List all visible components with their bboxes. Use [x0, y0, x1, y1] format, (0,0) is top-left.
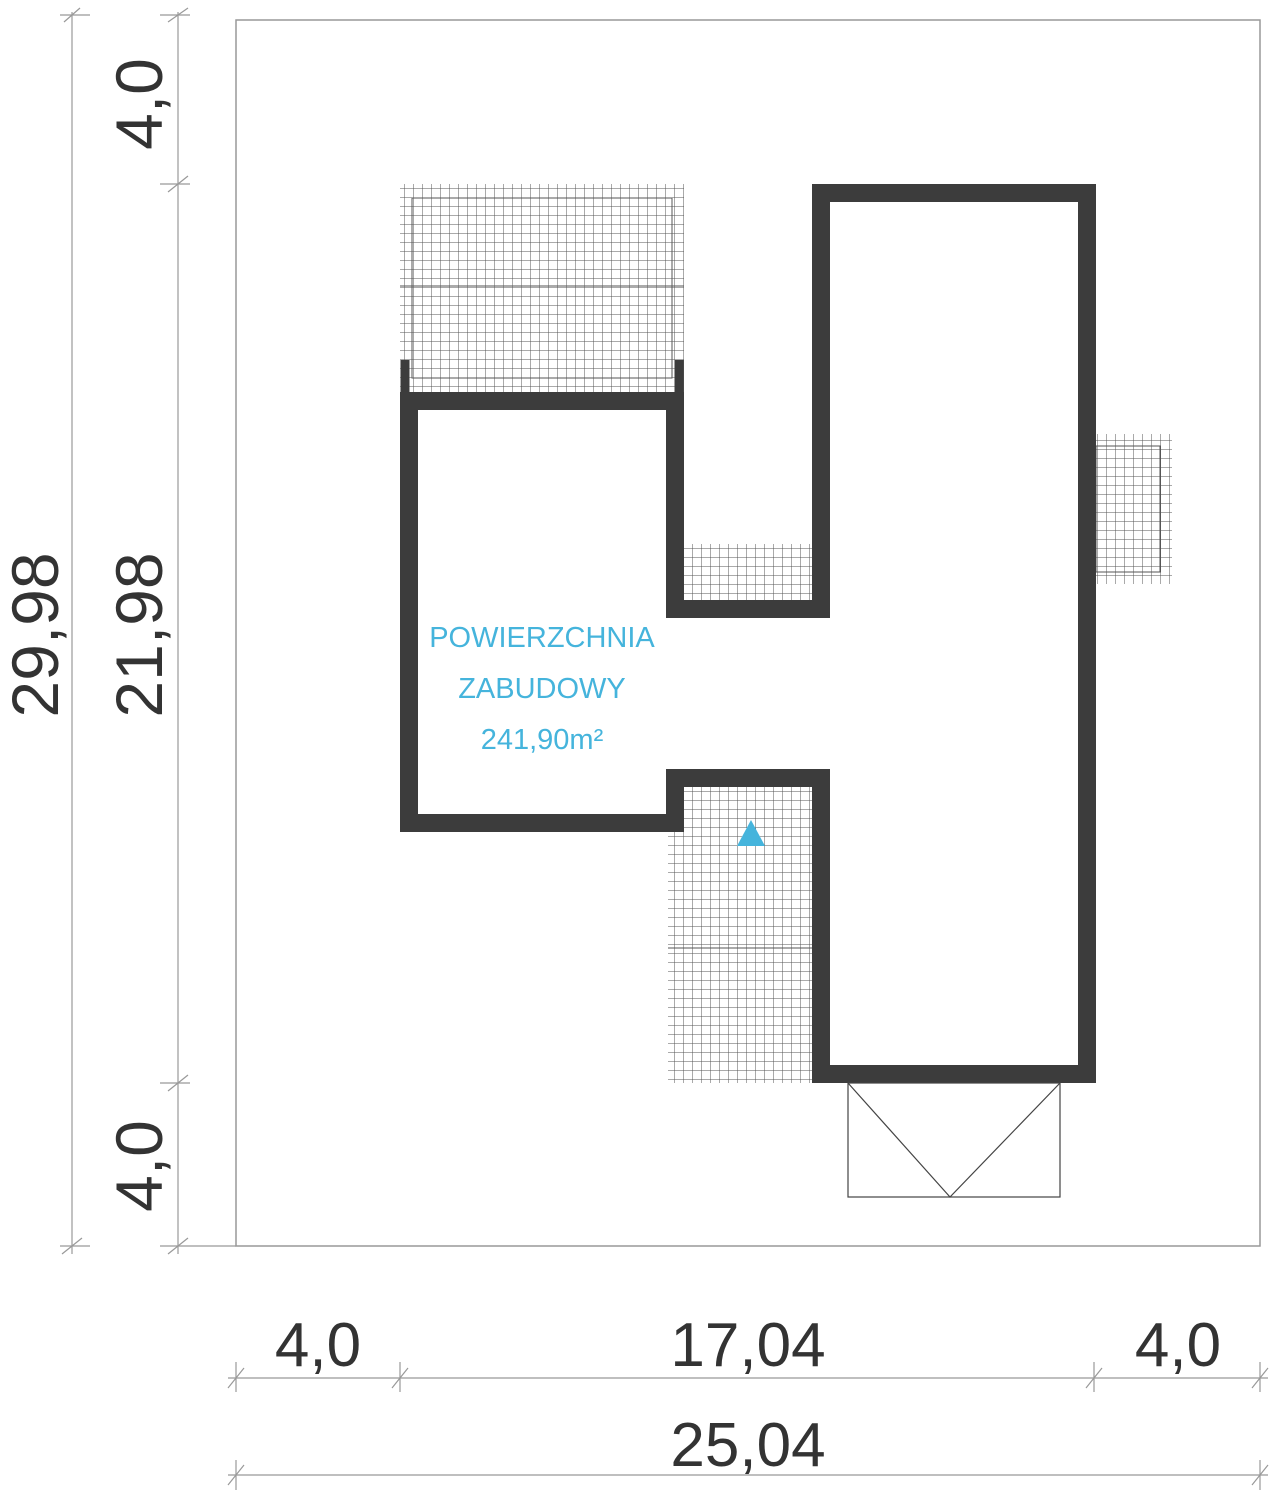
plot-boundary — [235, 19, 1261, 1247]
area-label-value: 241,90m² — [481, 724, 604, 756]
porch-canopy — [847, 1082, 1061, 1198]
horizontal-dimension-lines — [227, 1362, 1269, 1490]
vertical-dimension-lines — [60, 7, 236, 1255]
dim-horizontal-right: 4,0 — [1135, 1311, 1221, 1380]
triangle-entrance-icon — [737, 820, 765, 846]
terrace-bottom — [668, 786, 812, 1083]
dim-vertical-building: 21,98 — [102, 552, 176, 717]
area-label-line1: POWIERZCHNIA — [429, 622, 655, 654]
terrace-top-inner — [411, 197, 673, 379]
terrace-top — [400, 184, 684, 392]
terrace-middle — [684, 544, 812, 600]
dim-vertical-top: 4,0 — [102, 58, 176, 150]
porch-canopy-diagonals — [847, 1082, 1061, 1198]
area-label-line2: ZABUDOWY — [458, 673, 626, 705]
dim-vertical-bottom: 4,0 — [102, 1120, 176, 1212]
dim-horizontal-building: 17,04 — [670, 1311, 825, 1380]
dim-vertical-total: 29,98 — [0, 552, 72, 717]
building-outline — [400, 184, 1096, 1083]
dim-horizontal-left: 4,0 — [275, 1311, 361, 1380]
terrace-right — [1096, 434, 1172, 584]
dim-horizontal-total: 25,04 — [670, 1411, 825, 1480]
